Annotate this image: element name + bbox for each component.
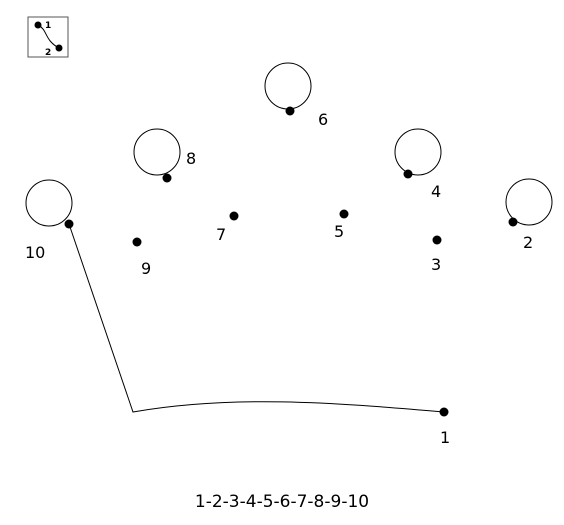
crown-circle-right	[505, 178, 553, 226]
connecting-line	[68, 223, 445, 413]
dot-label-5: 5	[334, 222, 344, 241]
dot-label-8: 8	[186, 149, 196, 168]
crown-circle-left-inner	[133, 128, 181, 176]
sequence-caption: 1-2-3-4-5-6-7-8-9-10	[194, 492, 370, 512]
dot-label-7: 7	[216, 225, 226, 244]
connect-dots-icon: 1 2	[27, 16, 69, 58]
dot-3[interactable]	[432, 235, 442, 245]
dot-label-2: 2	[523, 233, 533, 252]
legend-label-2: 2	[45, 48, 51, 58]
dot-4[interactable]	[403, 169, 413, 179]
dot-label-9: 9	[141, 259, 151, 278]
dot-label-3: 3	[431, 255, 441, 274]
dot-label-10: 10	[25, 243, 45, 262]
legend-label-1: 1	[45, 21, 51, 31]
dot-1[interactable]	[439, 407, 449, 417]
dot-7[interactable]	[229, 211, 239, 221]
dot-9[interactable]	[132, 237, 142, 247]
dot-8[interactable]	[162, 173, 172, 183]
dot-5[interactable]	[339, 209, 349, 219]
crown-circle-top	[264, 62, 312, 110]
dot-10[interactable]	[64, 219, 74, 229]
dot-label-6: 6	[318, 110, 328, 129]
crown-circle-left	[25, 179, 73, 227]
dot-label-1: 1	[440, 428, 450, 447]
dot-label-4: 4	[431, 182, 441, 201]
dot-6[interactable]	[285, 106, 295, 116]
dot-2[interactable]	[508, 217, 518, 227]
crown-circle-right-inner	[394, 128, 442, 176]
